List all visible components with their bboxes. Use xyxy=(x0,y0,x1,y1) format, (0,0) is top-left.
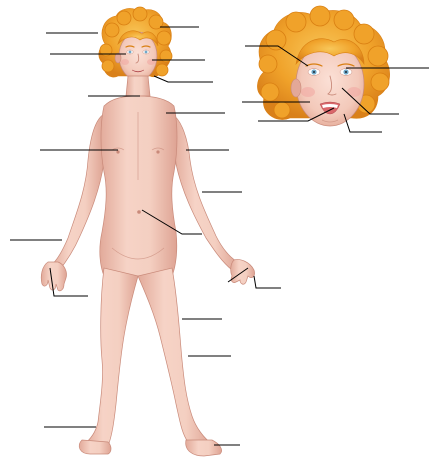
figure-left-leg xyxy=(84,268,138,446)
closeup-cheek-right xyxy=(347,87,361,97)
closeup-ear xyxy=(291,79,301,97)
figure-left-arm xyxy=(50,114,104,272)
figure-nipple-left xyxy=(116,150,119,153)
face-closeup xyxy=(257,6,389,126)
figure-left-foot xyxy=(79,440,111,454)
figure-nipple-right xyxy=(156,150,159,153)
figure-navel xyxy=(137,210,141,214)
closeup-cheek-left xyxy=(301,87,315,97)
figure-neck xyxy=(126,76,150,96)
figure-left-hand xyxy=(41,262,66,291)
leader-wrist xyxy=(254,276,281,288)
figure-right-foot xyxy=(186,440,222,456)
leader-chin xyxy=(154,76,213,82)
child-figure xyxy=(41,7,254,456)
figure-torso xyxy=(100,96,177,276)
